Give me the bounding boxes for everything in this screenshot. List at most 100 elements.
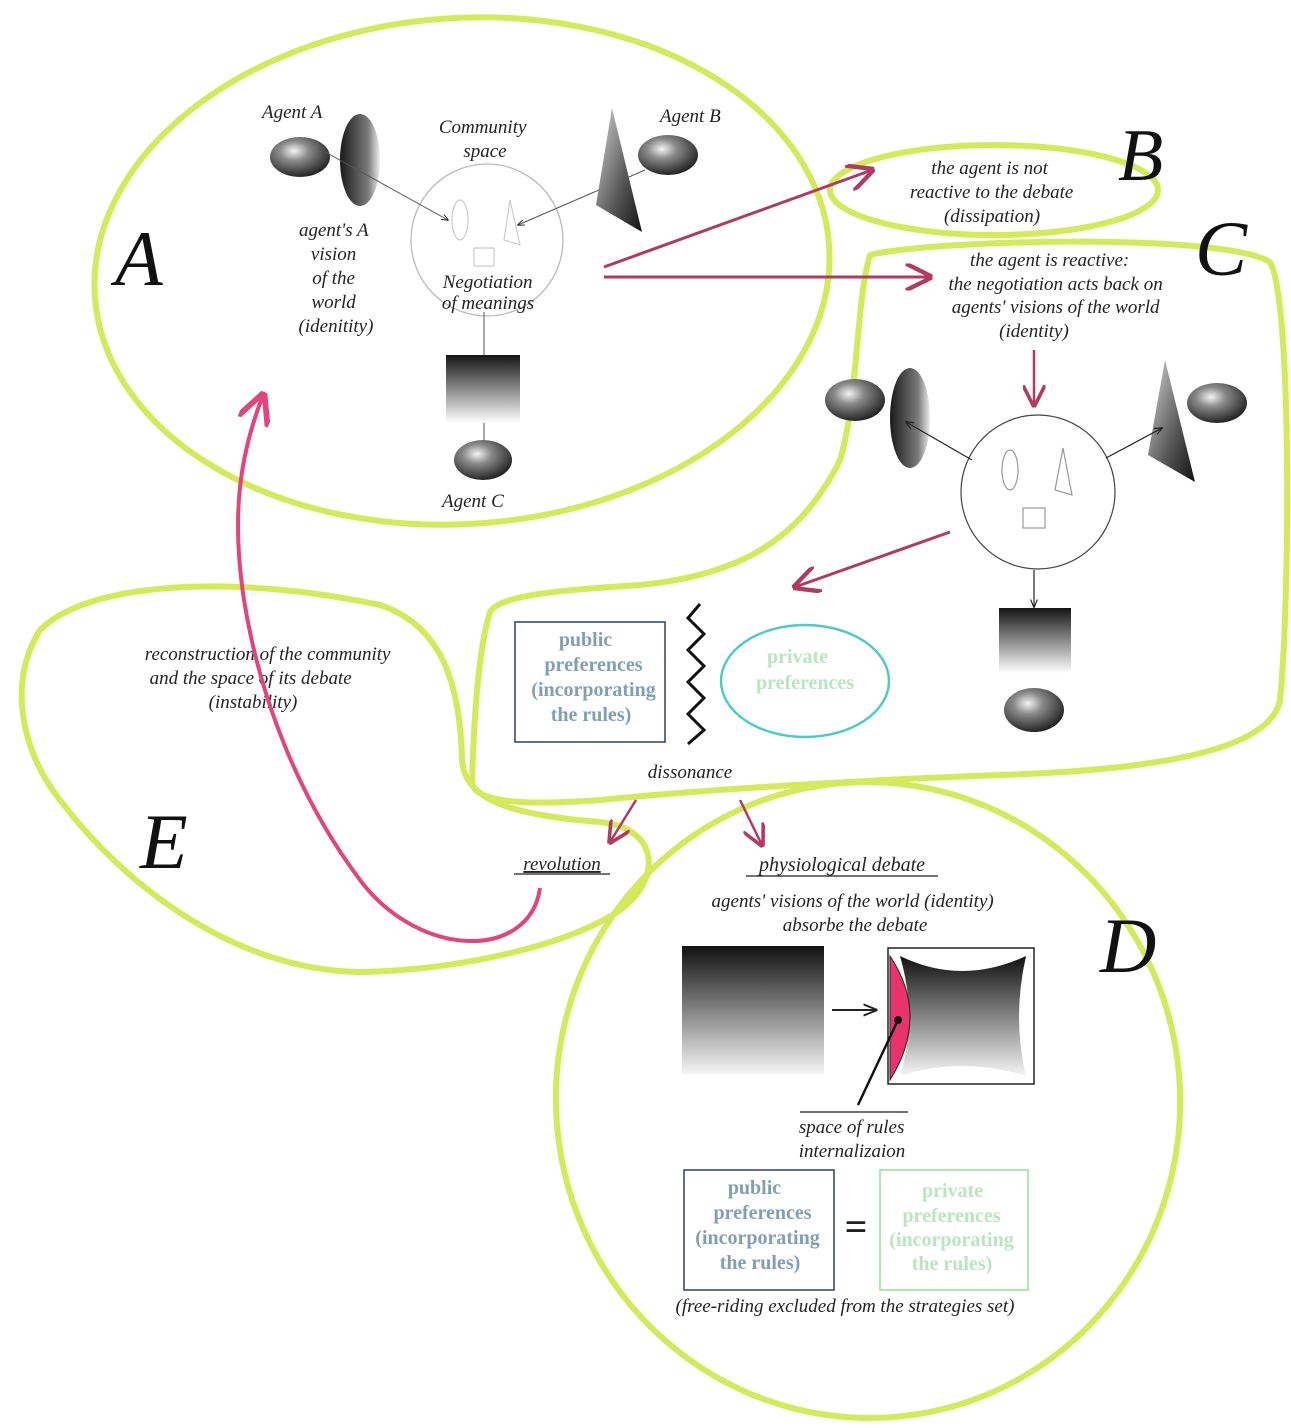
d-private-line-4: the rules) — [912, 1253, 993, 1275]
community-triangle-shape — [503, 199, 521, 246]
c-public-line-2: preferences — [544, 654, 642, 676]
region-e-line-1: reconstruction of the community — [145, 644, 391, 665]
c-private-line-1: private — [767, 646, 828, 668]
agent-c-sphere — [454, 440, 512, 480]
region-b-line-2: reactive to the debate — [910, 182, 1073, 203]
region-c-diagram: the agent is reactive: the negotiation a… — [514, 250, 1247, 783]
region-e-line-3: (instability) — [209, 692, 298, 713]
d-private-text: private preferences (incorporating the r… — [889, 1180, 1018, 1275]
dissonance-zigzag — [685, 603, 707, 746]
region-b-line-1: the agent is not — [931, 158, 1048, 179]
vision-line-1: agent's A — [299, 220, 369, 241]
agent-a-vision-label: agent's A vision of the world (idenitity… — [299, 220, 374, 337]
agent-a-label: Agent A — [260, 102, 323, 123]
vision-line-5: (idenitity) — [299, 316, 374, 337]
negotiation-label: Negotiation of meanings — [442, 272, 537, 314]
c-triangle-shape — [1054, 447, 1073, 496]
community-square-shape — [473, 247, 495, 267]
agent-b-sphere — [638, 135, 698, 175]
letter-e: E — [139, 798, 188, 885]
space-of-rules-label: space of rules internalizaion — [799, 1117, 909, 1162]
arrow-to-physiological — [738, 799, 762, 845]
agent-a-vision-lens — [340, 114, 380, 206]
c-private-text: private preferences — [756, 646, 854, 694]
letter-d: D — [1099, 902, 1156, 989]
region-b-outline — [827, 142, 1161, 238]
region-e-line-2: and the space of its debate — [150, 668, 352, 689]
c-agent-a-sphere — [825, 379, 885, 421]
identity-square-before — [682, 946, 824, 1074]
pointer-line — [856, 1019, 900, 1106]
region-d-diagram: physiological debate agents' visions of … — [676, 854, 1035, 1317]
reconstruction-arrow — [236, 398, 542, 943]
dissonance-label: dissonance — [648, 762, 732, 783]
community-space-circle-a — [410, 163, 564, 317]
c-public-line-1: public — [559, 629, 612, 651]
agent-a-connector — [317, 147, 448, 220]
d-public-line-4: the rules) — [720, 1252, 801, 1274]
space-label-line-1: space of rules — [799, 1117, 905, 1138]
c-public-line-3: (incorporating — [531, 679, 655, 701]
c-public-box — [514, 621, 666, 743]
d-public-box — [683, 1169, 835, 1291]
arrow-to-revolution — [610, 799, 638, 842]
region-e-text: reconstruction of the community and the … — [145, 644, 395, 713]
region-c-line-4: (identity) — [999, 321, 1069, 342]
space-label-line-2: internalizaion — [799, 1141, 906, 1162]
c-agent-a-lens — [890, 368, 930, 468]
d-private-box — [879, 1169, 1029, 1291]
region-e-outline — [18, 583, 652, 975]
letter-b: B — [1118, 115, 1163, 197]
agent-c-label: Agent C — [440, 491, 504, 512]
arrow-to-dissonance — [795, 530, 951, 587]
region-c-text: the agent is reactive: the negotiation a… — [949, 250, 1168, 342]
physiological-debate-title: physiological debate — [757, 854, 925, 876]
region-b-line-3: (dissipation) — [944, 206, 1040, 227]
c-public-line-4: the rules) — [551, 704, 632, 726]
c-agent-b-triangle — [1148, 360, 1195, 482]
free-riding-footer: (free-riding excluded from the strategie… — [676, 1296, 1015, 1317]
region-b-text: the agent is not reactive to the debate … — [910, 158, 1078, 227]
vision-line-2: vision — [311, 244, 356, 265]
d-private-line-2: preferences — [902, 1205, 1000, 1227]
letter-a: A — [110, 215, 163, 302]
c-private-line-2: preferences — [756, 672, 854, 694]
agent-b-label: Agent B — [658, 106, 721, 127]
d-public-line-1: public — [728, 1177, 781, 1199]
negotiation-line-2: of meanings — [442, 293, 534, 314]
d-public-line-3: (incorporating — [695, 1227, 819, 1249]
vision-line-3: of the — [312, 268, 355, 289]
region-c-line-2: the negotiation acts back on — [949, 274, 1163, 295]
community-space-label: Community space — [439, 117, 531, 162]
region-a-outline — [91, 14, 833, 528]
region-d-subtitle-line-1: agents' visions of the world (identity) — [712, 891, 994, 912]
c-arrow-to-triangle — [1105, 428, 1162, 459]
c-square-shape — [1022, 507, 1046, 529]
region-d-outline — [552, 779, 1184, 1421]
c-agent-b-sphere — [1187, 383, 1247, 423]
agent-b-vision-triangle — [596, 108, 642, 232]
region-c-outline — [469, 238, 1291, 806]
c-private-ellipse — [719, 623, 891, 739]
community-oval-shape — [451, 199, 469, 241]
equals-sign: = — [845, 1204, 868, 1249]
agent-c-vision-square — [446, 355, 520, 423]
c-arrow-to-lens — [906, 422, 973, 461]
vision-line-4: world — [311, 292, 356, 313]
c-agent-c-sphere — [1004, 688, 1064, 732]
letter-c: C — [1195, 205, 1248, 292]
identity-square-after — [900, 956, 1026, 1076]
negotiation-line-1: Negotiation — [442, 272, 533, 293]
d-private-line-1: private — [922, 1180, 983, 1202]
c-oval-shape — [1001, 449, 1019, 491]
region-c-line-3: agents' visions of the world — [952, 297, 1160, 318]
community-space-line-1: Community — [439, 117, 527, 138]
arrow-a-to-b — [603, 170, 872, 269]
agent-a-sphere — [270, 137, 330, 177]
region-d-subtitle: agents' visions of the world (identity) … — [712, 891, 999, 936]
region-outlines — [18, 14, 1291, 1421]
d-public-line-2: preferences — [713, 1202, 811, 1224]
c-public-text: public preferences (incorporating the ru… — [531, 629, 660, 726]
